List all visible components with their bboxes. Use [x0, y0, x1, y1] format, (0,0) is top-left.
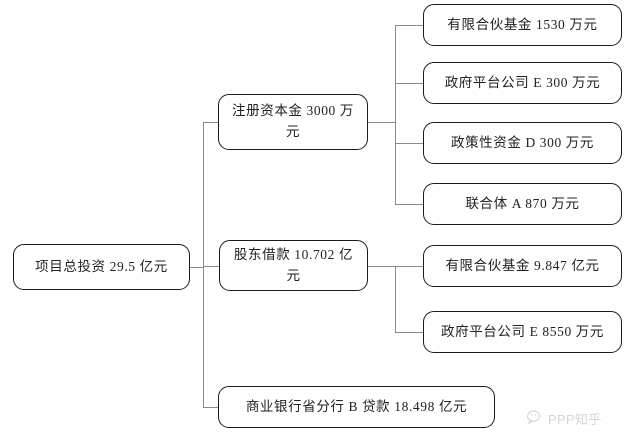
connector-upper-right-trunk [395, 25, 396, 204]
node-shareholder-loan-label: 股东借款 10.702 亿元 [233, 246, 354, 283]
node-commercial-bank-loan[interactable]: 商业银行省分行 B 贷款 18.498 亿元 [218, 386, 495, 428]
node-registered-capital[interactable]: 注册资本金 3000 万元 [218, 94, 368, 150]
node-total-investment-label: 项目总投资 29.5 亿元 [35, 258, 168, 274]
node-lp-fund-1530-label: 有限合伙基金 1530 万元 [447, 16, 598, 32]
watermark: PPP知乎 [527, 409, 602, 428]
connector-main-trunk [203, 122, 204, 407]
connector-trunk-to-shareholder-loan [203, 266, 219, 267]
connector-root-stub [190, 267, 203, 268]
node-consortium-a-870[interactable]: 联合体 A 870 万元 [423, 183, 622, 225]
connector-trunk-to-leaf-1 [395, 25, 423, 26]
connector-trunk-to-bank-loan [203, 407, 218, 408]
node-policy-fund-d-300-label: 政策性资金 D 300 万元 [450, 134, 595, 150]
node-shareholder-loan[interactable]: 股东借款 10.702 亿元 [219, 240, 368, 291]
node-policy-fund-d-300[interactable]: 政策性资金 D 300 万元 [423, 122, 622, 164]
connector-trunk-to-leaf-5 [395, 266, 423, 267]
node-consortium-a-870-label: 联合体 A 870 万元 [465, 195, 580, 211]
watermark-text: PPP知乎 [548, 412, 602, 427]
node-lp-fund-9847[interactable]: 有限合伙基金 9.847 亿元 [423, 245, 622, 287]
connector-trunk-to-leaf-6 [395, 332, 423, 333]
connector-trunk-to-leaf-4 [395, 204, 423, 205]
wechat-bubble-icon [527, 409, 544, 428]
node-gov-platform-e-8550-label: 政府平台公司 E 8550 万元 [441, 323, 604, 339]
node-total-investment[interactable]: 项目总投资 29.5 亿元 [13, 244, 190, 290]
connector-trunk-to-registered-capital [203, 122, 218, 123]
node-commercial-bank-loan-label: 商业银行省分行 B 贷款 18.498 亿元 [245, 398, 468, 414]
node-registered-capital-label: 注册资本金 3000 万元 [232, 103, 354, 139]
node-gov-platform-e-8550[interactable]: 政府平台公司 E 8550 万元 [423, 311, 622, 353]
connector-lower-right-trunk [395, 266, 396, 332]
node-gov-platform-e-300-label: 政府平台公司 E 300 万元 [444, 74, 601, 90]
connector-shareholder-loan-stub [368, 266, 395, 267]
node-gov-platform-e-300[interactable]: 政府平台公司 E 300 万元 [423, 62, 622, 104]
connector-trunk-to-leaf-2 [395, 83, 423, 84]
connector-registered-capital-stub [368, 122, 395, 123]
connector-trunk-to-leaf-3 [395, 143, 423, 144]
node-lp-fund-1530[interactable]: 有限合伙基金 1530 万元 [423, 4, 622, 46]
node-lp-fund-9847-label: 有限合伙基金 9.847 亿元 [445, 257, 600, 273]
